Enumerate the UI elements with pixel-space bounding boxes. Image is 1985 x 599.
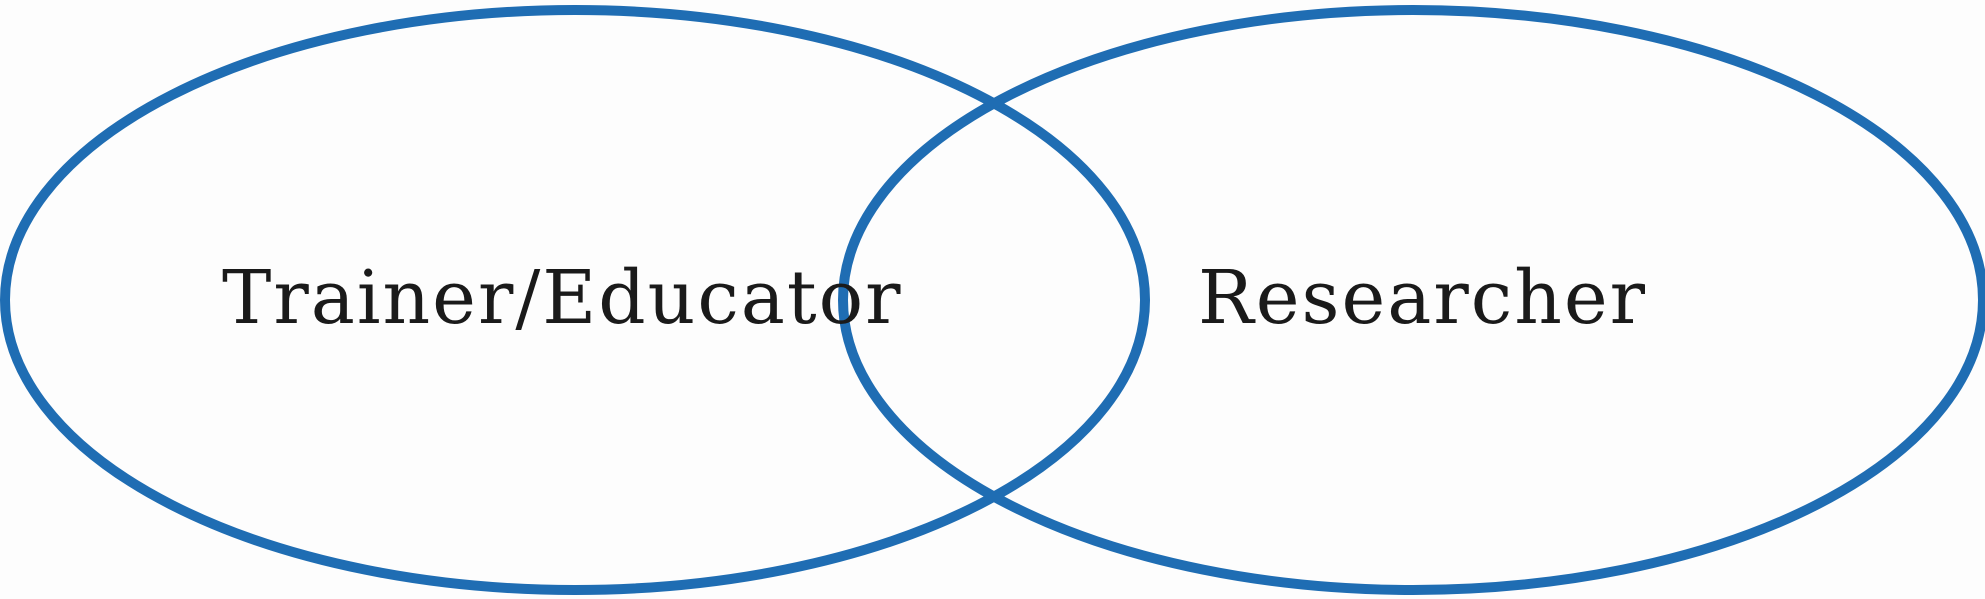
venn-set-left-label: Trainer/Educator (222, 255, 903, 341)
venn-set-right-label: Researcher (1198, 255, 1647, 341)
venn-set-right-ellipse (838, 5, 1985, 595)
venn-set-left-ellipse (0, 5, 1150, 595)
